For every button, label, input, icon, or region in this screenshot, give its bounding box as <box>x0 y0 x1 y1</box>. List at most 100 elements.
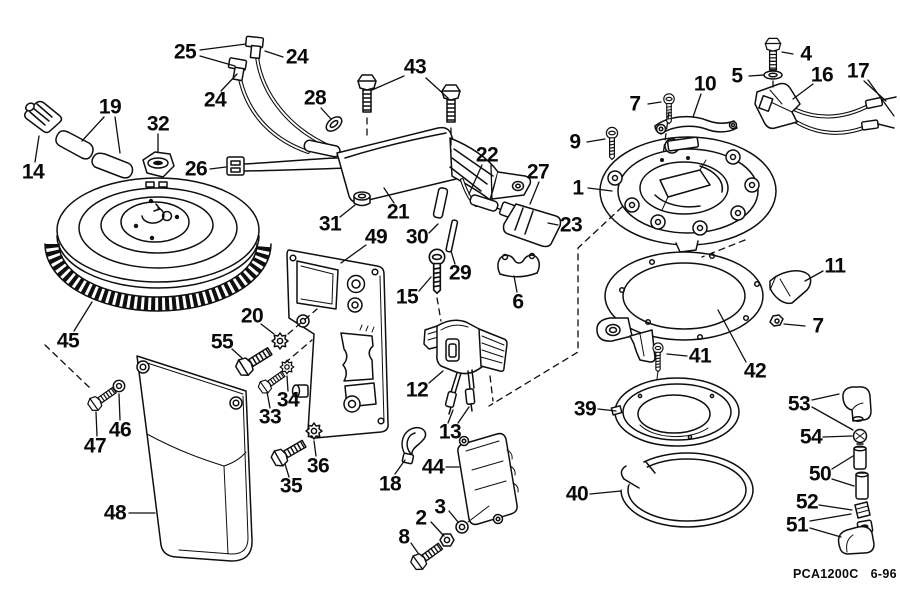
leader-line-19 <box>81 116 105 142</box>
mount-bracket <box>286 249 389 439</box>
callout-35: 35 <box>279 474 303 498</box>
tubes-50 <box>853 445 869 500</box>
callout-42: 42 <box>743 359 767 383</box>
callout-14: 14 <box>21 160 45 184</box>
callout-7: 7 <box>629 92 641 116</box>
drawing-code: PCA1200C <box>793 567 859 581</box>
callout-20: 20 <box>240 304 264 328</box>
callout-50: 50 <box>808 462 832 486</box>
callout-17: 17 <box>846 59 870 83</box>
leader-line-6 <box>513 275 518 293</box>
callout-28: 28 <box>303 86 327 110</box>
flywheel <box>44 177 272 312</box>
callout-40: 40 <box>565 482 589 506</box>
plug-boot <box>23 100 63 134</box>
callout-53: 53 <box>787 392 811 416</box>
boot-53 <box>842 386 872 422</box>
leader-line-47 <box>95 411 98 437</box>
callout-4: 4 <box>800 42 812 66</box>
leader-line-52 <box>818 504 853 511</box>
leader-line-26 <box>209 166 227 170</box>
callout-21: 21 <box>386 200 410 224</box>
boot-51 <box>837 519 875 555</box>
callout-24: 24 <box>285 45 309 69</box>
leader-line-1 <box>587 187 613 192</box>
leader-line-55 <box>231 348 243 359</box>
callout-16: 16 <box>810 63 834 87</box>
leader-line-7 <box>647 101 662 105</box>
leader-line-43 <box>425 77 449 99</box>
grommet <box>353 191 371 207</box>
leader-line-29 <box>450 250 456 265</box>
callout-24: 24 <box>203 88 227 112</box>
callout-41: 41 <box>688 344 712 368</box>
callout-26: 26 <box>184 157 208 181</box>
callout-10: 10 <box>693 72 717 96</box>
leader-line-24 <box>220 73 238 92</box>
callout-27: 27 <box>526 160 550 184</box>
charge-wire <box>460 178 562 248</box>
leader-line-41 <box>666 353 688 357</box>
power-pack <box>336 126 532 204</box>
callout-18: 18 <box>378 472 402 496</box>
leader-line-5 <box>748 74 765 77</box>
leader-line-18 <box>394 459 406 475</box>
leader-line-50 <box>831 455 854 470</box>
callout-49: 49 <box>364 225 388 249</box>
callout-8: 8 <box>398 525 410 549</box>
callout-52: 52 <box>795 490 819 514</box>
leader-line-25 <box>199 55 236 67</box>
leader-line-27 <box>529 181 540 205</box>
callout-15: 15 <box>395 285 419 309</box>
leader-line-22 <box>468 164 483 195</box>
nut-54 <box>852 428 868 445</box>
leader-line-36 <box>313 440 317 457</box>
leader-line-39 <box>597 408 617 412</box>
callout-11: 11 <box>824 254 846 278</box>
ignition-coil <box>423 319 508 415</box>
retaining-ring-40 <box>605 449 754 528</box>
callout-1: 1 <box>572 176 584 200</box>
footer-code: PCA1200C 6-96 <box>793 567 897 581</box>
leader-line-25 <box>199 43 247 51</box>
callout-51: 51 <box>785 513 809 537</box>
leader-line-4 <box>781 51 794 55</box>
retainer-clip <box>497 252 540 278</box>
callout-46: 46 <box>108 418 132 442</box>
washer-5 <box>763 70 783 80</box>
link-strap <box>654 115 738 135</box>
callout-7: 7 <box>812 314 824 338</box>
leader-line-7 <box>783 323 806 327</box>
callout-3: 3 <box>434 495 446 519</box>
leader-line-13 <box>457 406 470 424</box>
leader-line-3 <box>448 510 459 523</box>
leader-line-21 <box>383 187 395 204</box>
leader-line-19 <box>114 116 121 154</box>
lead-wires <box>226 35 359 176</box>
callout-12: 12 <box>405 378 429 402</box>
callout-33: 33 <box>258 405 282 429</box>
hoses <box>55 130 134 179</box>
leader-line-12 <box>428 370 444 384</box>
leader-line-11 <box>804 270 824 282</box>
callout-2: 2 <box>415 506 427 530</box>
leader-line-49 <box>340 244 367 264</box>
callout-5: 5 <box>731 64 743 88</box>
leader-line-22 <box>490 164 493 201</box>
leader-line-45 <box>73 301 93 332</box>
leader-line-15 <box>418 276 432 292</box>
callout-34: 34 <box>276 388 300 412</box>
callout-30: 30 <box>405 225 429 249</box>
leader-line-46 <box>118 393 121 421</box>
cover-plate <box>136 355 253 562</box>
leader-line-53 <box>811 393 840 401</box>
nut-7 <box>769 314 784 327</box>
terminal-52 <box>854 501 871 519</box>
leader-line-33 <box>266 391 271 409</box>
flywheel-nut <box>142 151 175 178</box>
leader-line-14 <box>34 135 40 163</box>
callout-44: 44 <box>421 455 445 479</box>
leader-line-51 <box>809 513 852 522</box>
leader-line-34 <box>286 375 289 392</box>
